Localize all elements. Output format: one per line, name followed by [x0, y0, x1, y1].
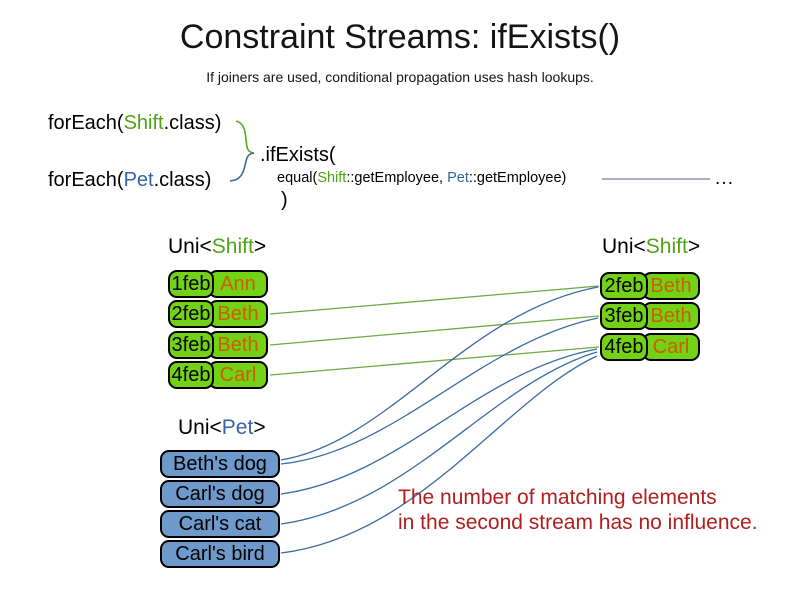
pet-class-token: Pet [447, 170, 469, 186]
code-close-paren: ) [281, 189, 288, 211]
pet-row-beths-dog: Beth's dog [160, 450, 280, 478]
employee-name: Ann [220, 273, 256, 295]
shift-name-cell: Carl [208, 361, 268, 389]
lookup-line-carlsbird-4feb [280, 355, 598, 554]
pet-name: Carl's cat [178, 513, 262, 535]
uni-shift-right-label: Uni<Shift> [602, 235, 700, 259]
shift-date: 3feb [171, 334, 211, 356]
shift-row-left-3feb: Beth 3feb [168, 331, 268, 359]
label-text: Uni< [602, 235, 646, 258]
shift-date-cell: 2feb [600, 272, 648, 300]
shift-name-cell: Beth [642, 302, 700, 330]
label-text: > [687, 235, 701, 258]
match-line-left3feb-right3feb [269, 315, 600, 346]
code-text: .class) [153, 169, 212, 191]
code-text: forEach( [48, 112, 124, 134]
code-foreach-shift: forEach(Shift.class) [48, 112, 221, 135]
employee-name: Beth [650, 275, 692, 297]
shift-date: 3feb [604, 305, 644, 327]
pet-name: Carl's bird [175, 543, 265, 565]
shift-name-cell: Carl [642, 333, 700, 361]
employee-name: Carl [219, 364, 257, 386]
shift-date-cell: 3feb [168, 331, 214, 359]
pet-cell: Carl's cat [160, 510, 280, 538]
brace-lower-blue [229, 152, 255, 182]
pet-class-token: Pet [221, 416, 254, 439]
code-foreach-pet: forEach(Pet.class) [48, 169, 211, 192]
slide-subtitle: If joiners are used, conditional propaga… [206, 69, 594, 85]
shift-row-left-4feb: Carl 4feb [168, 361, 268, 389]
pet-row-carls-bird: Carl's bird [160, 540, 280, 568]
lookup-line-carlscat-4feb [280, 351, 598, 525]
label-text: Uni< [168, 235, 212, 258]
shift-date-cell: 4feb [168, 361, 214, 389]
pet-class-token: Pet [123, 169, 154, 191]
shift-name-cell: Beth [208, 331, 268, 359]
shift-date-cell: 2feb [168, 300, 214, 328]
pet-name: Beth's dog [173, 453, 267, 475]
code-equal-joiner: equal(Shift::getEmployee, Pet::getEmploy… [277, 170, 566, 186]
code-ifexists: .ifExists( [260, 144, 336, 166]
code-text: ::getEmployee, [346, 170, 448, 186]
shift-date: 2feb [171, 303, 211, 325]
code-text: forEach( [48, 169, 124, 191]
continuation-ellipsis: … [714, 167, 736, 189]
shift-date: 1feb [171, 273, 211, 295]
code-text: ::getEmployee) [468, 170, 567, 186]
shift-date: 4feb [604, 336, 644, 358]
shift-row-right-2feb: Beth 2feb [600, 272, 700, 300]
shift-class-token: Shift [317, 170, 347, 186]
pet-row-carls-dog: Carl's dog [160, 480, 280, 508]
code-text: .class) [163, 112, 222, 134]
label-text: > [253, 235, 267, 258]
employee-name: Beth [217, 303, 259, 325]
employee-name: Carl [652, 336, 690, 358]
shift-row-left-1feb: Ann 1feb [168, 270, 268, 298]
slide-title: Constraint Streams: ifExists() [179, 18, 621, 56]
shift-row-right-4feb: Carl 4feb [600, 333, 700, 361]
shift-date-cell: 1feb [168, 270, 214, 298]
lookup-line-bethsdog-2feb [280, 286, 599, 461]
pet-cell: Carl's bird [160, 540, 280, 568]
uni-pet-label: Uni<Pet> [178, 416, 266, 440]
shift-date: 2feb [604, 275, 644, 297]
shift-row-right-3feb: Beth 3feb [600, 302, 700, 330]
shift-date-cell: 3feb [600, 302, 648, 330]
lookup-line-carlsdog-4feb [280, 348, 598, 495]
shift-row-left-2feb: Beth 2feb [168, 300, 268, 328]
label-text: > [253, 416, 266, 439]
pet-cell: Carl's dog [160, 480, 280, 508]
pet-name: Carl's dog [175, 483, 265, 505]
employee-name: Beth [217, 334, 259, 356]
shift-date: 4feb [171, 364, 211, 386]
uni-shift-left-label: Uni<Shift> [168, 235, 266, 259]
pet-cell: Beth's dog [160, 450, 280, 478]
shift-class-token: Shift [211, 235, 254, 258]
match-line-left2feb-right2feb [269, 285, 600, 315]
shift-date-cell: 4feb [600, 333, 648, 361]
pet-row-carls-cat: Carl's cat [160, 510, 280, 538]
lookup-line-bethsdog-3feb [280, 317, 599, 465]
note-line-1: The number of matching elements [398, 486, 717, 509]
shift-class-token: Shift [645, 235, 688, 258]
shift-name-cell: Ann [208, 270, 268, 298]
match-line-left4feb-right4feb [269, 346, 600, 376]
note-line-2: in the second stream has no influence. [398, 511, 758, 534]
employee-name: Beth [650, 305, 692, 327]
shift-class-token: Shift [123, 112, 164, 134]
code-text: equal( [277, 170, 318, 186]
shift-name-cell: Beth [642, 272, 700, 300]
brace-upper-green [235, 120, 255, 154]
note-text: The number of matching elements in the s… [398, 485, 758, 535]
label-text: Uni< [178, 416, 222, 439]
shift-name-cell: Beth [208, 300, 268, 328]
